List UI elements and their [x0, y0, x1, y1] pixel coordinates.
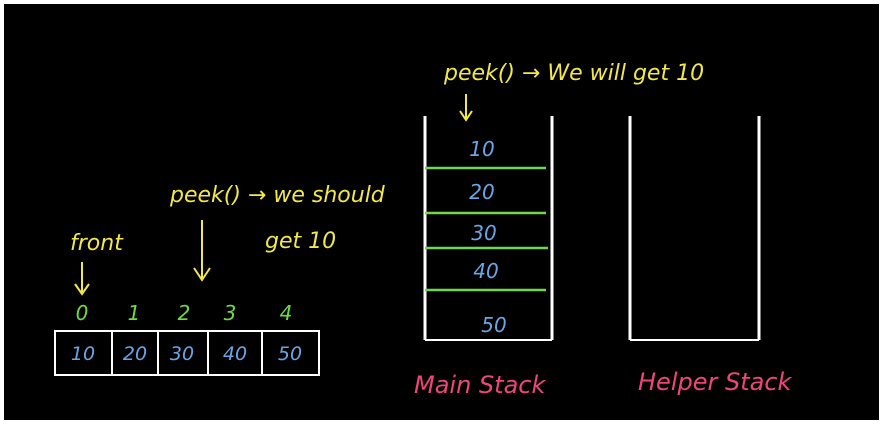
- queue-index-0: 0: [76, 301, 89, 325]
- queue-index-1: 1: [128, 301, 141, 325]
- helper-stack: [628, 116, 761, 341]
- queue-value-3: 40: [223, 343, 247, 365]
- main-stack-value-3: 40: [473, 259, 498, 283]
- queue-value-2: 30: [170, 343, 194, 365]
- helper-stack-caption: Helper Stack: [638, 368, 793, 396]
- queue-peek-label-line1: peek() → we should: [169, 183, 386, 208]
- queue-peek-arrow-head: [193, 267, 211, 282]
- queue-peek-label-line2: get 10: [265, 229, 336, 254]
- front-arrow-head: [74, 283, 90, 296]
- queue-index-3: 3: [224, 301, 237, 325]
- queue-array-frame: [54, 330, 320, 376]
- main-stack-value-4: 50: [481, 313, 506, 337]
- front-label: front: [70, 231, 124, 256]
- main-stack-caption: Main Stack: [414, 371, 546, 399]
- main-stack: 10 20 30 40 50: [423, 116, 554, 341]
- queue-index-4: 4: [280, 301, 293, 325]
- main-stack-value-2: 30: [471, 221, 496, 245]
- queue-index-2: 2: [178, 301, 191, 325]
- main-stack-value-0: 10: [469, 137, 494, 161]
- queue-value-1: 20: [123, 343, 147, 365]
- queue-array: 10 20 30 40 50: [54, 330, 320, 376]
- queue-value-0: 10: [71, 343, 95, 365]
- main-stack-peek-label: peek() → We will get 10: [443, 61, 704, 86]
- queue-value-4: 50: [278, 343, 302, 365]
- main-stack-peek-arrow-head: [459, 110, 473, 122]
- main-stack-value-1: 20: [469, 180, 494, 204]
